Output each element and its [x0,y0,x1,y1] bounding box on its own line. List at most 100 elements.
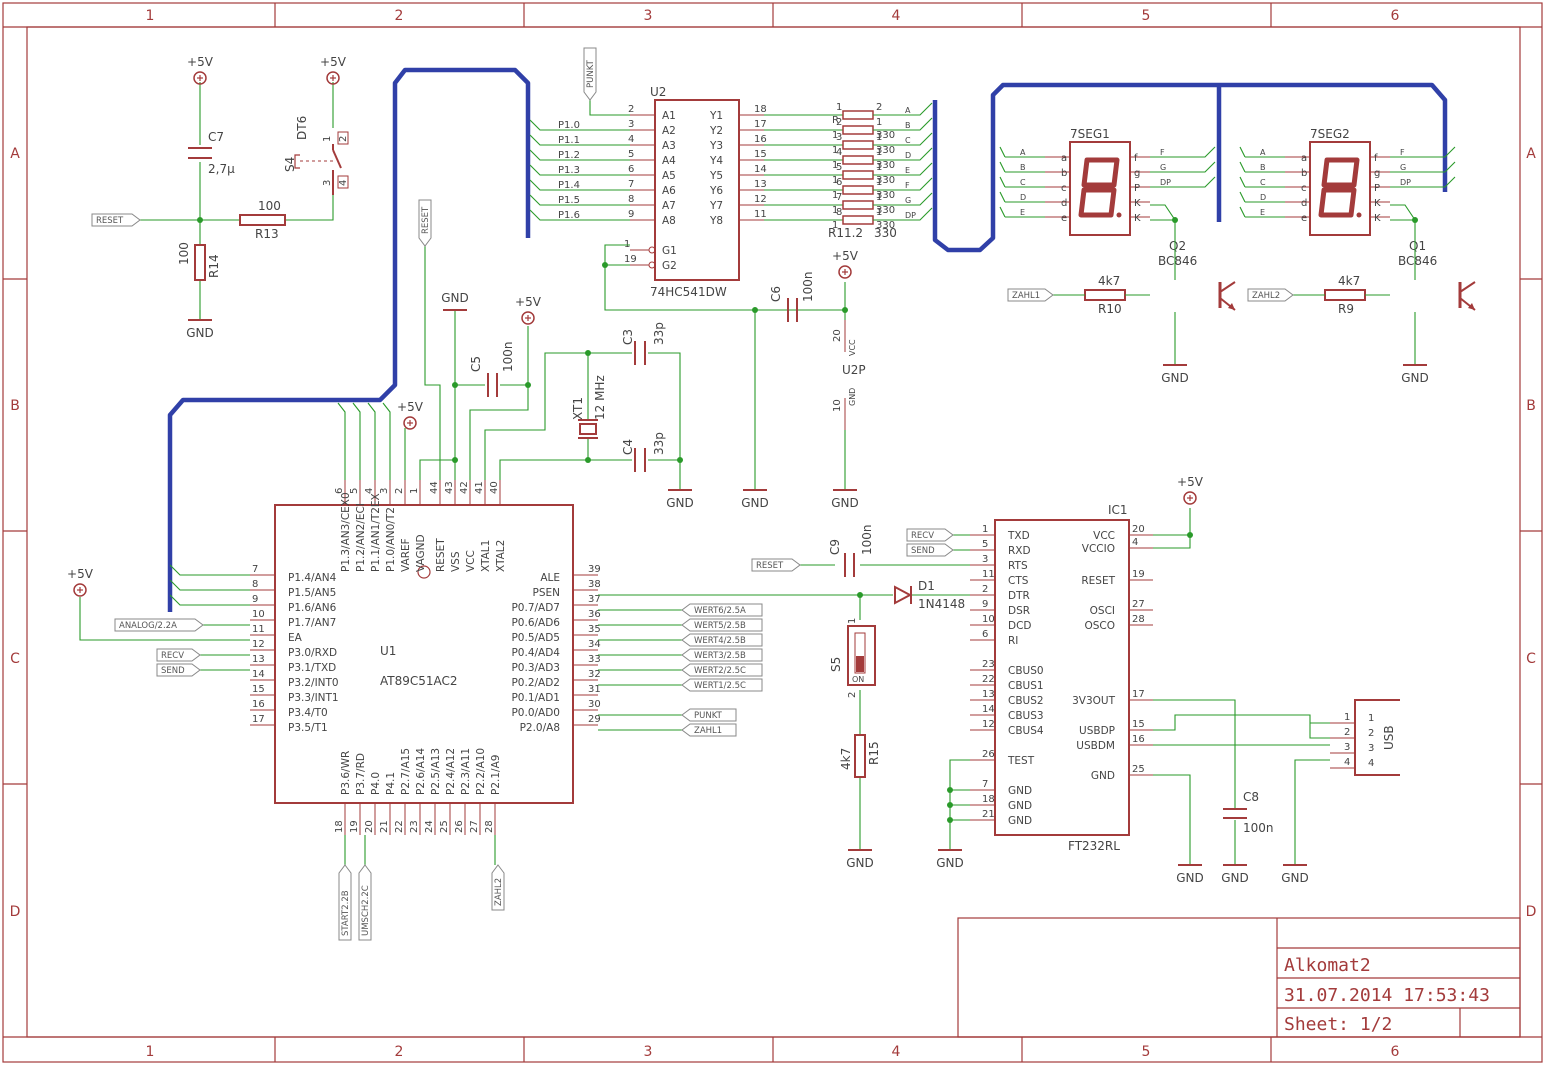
display-net: D [1260,193,1266,202]
u2-input-net-label: P1.5 [558,195,580,206]
u1-pin-number: 16 [252,699,265,710]
c4-capacitor: C4 33p [621,432,666,472]
zahl2-tag-q1-text: ZAHL2 [1252,291,1280,301]
u2p-gnd-pin: 10 [832,399,843,412]
ic1-pin-name: CBUS4 [1008,725,1044,737]
ic1-pin-number: 19 [1132,569,1145,580]
u1-pin-number: 41 [474,481,485,494]
r11-element [842,125,874,135]
ic1-pin-number: 1 [982,524,988,535]
u2-pin-number: 2 [628,104,634,115]
c6-name: C6 [769,286,783,302]
r11-right-value: 330 [876,220,895,231]
display-net: E [1260,208,1265,217]
bus-segments [932,82,1448,253]
u1-pin-name: P1.2/AN2/ECI [355,503,367,572]
vcc-symbol: +5V [515,295,542,325]
vcc-label: +5V [320,55,347,69]
punkt-tag-u1-text: PUNKT [694,711,723,721]
u2-buffer: U2 74HC541DW 2A13A24A35A46A57A68A79A818Y… [624,85,866,430]
ground-label: GND [1281,871,1309,885]
u1-pin-name: P0.1/AD1 [511,692,560,704]
r11-right-value: 330 [876,160,895,171]
bus-lines [167,67,1448,612]
base-resistor-value: 4k7 [1098,274,1120,288]
vcc-label: +5V [515,295,542,309]
u1-pin-number: 34 [588,639,601,650]
ic1-pin-number: 4 [1132,537,1138,548]
u2-input-net-label: P1.6 [558,210,580,221]
u2-input-net-label: P1.0 [558,120,580,131]
s4-pushbutton: 2 4 1 3 S4 DT6 [283,116,349,195]
vcc-symbol: +5V [187,55,214,85]
s5-pin2: 2 [847,692,858,698]
ic1-name: IC1 [1108,503,1128,517]
ic1-pin-number: 16 [1132,734,1145,745]
zahl2-tag-u1-text: ZAHL2 [494,878,504,906]
u1-pin-name: XTAL1 [480,540,492,572]
u2-pin-number: 18 [754,104,767,115]
wires: P1.0P1.1P1.2P1.3P1.4P1.5P1.6 [79,82,1416,865]
u2-pin-name: A6 [662,185,676,197]
start-tag-text: START2.2B [341,890,351,936]
u1-pin-name: P1.7/AN7 [288,617,336,629]
ic1-pin-name: VCCIO [1082,543,1115,555]
r11-segment-net: DP [905,211,916,220]
r11-output-wire [873,207,933,221]
wert-tag: WERT3/2.5B [681,648,763,662]
display-pin-name: a [1061,153,1067,164]
u1-pin-number: 43 [444,481,455,494]
ground-label: GND [936,856,964,870]
u2-pin-name: Y1 [709,110,723,122]
vcc-symbol: +5V [1177,475,1204,505]
display-net: F [1400,148,1405,157]
u1-pin-name: P0.5/AD5 [511,632,560,644]
r11-left-overlap: 1 [832,175,838,186]
ground-label: GND [666,496,694,510]
c7-value: 2,7µ [208,162,235,176]
u1-pin-number: 25 [439,820,450,833]
ground-label: GND [846,856,874,870]
vcc-label: +5V [67,567,94,581]
reset-tag-u1-text: RESET [421,206,431,234]
u1-pin-number: 44 [429,481,440,494]
c5-name: C5 [469,356,483,372]
r11-right-value: 330 [876,205,895,216]
r11-segment-net: B [905,121,911,130]
r13-resistor: 100 R13 [239,199,286,241]
display-pin-name: f [1374,153,1378,164]
ic1-pin-name: GND [1008,800,1032,812]
s4-pin4: 4 [338,180,349,186]
grid-labels: 1 2 3 4 5 6 1 2 3 4 5 6 A B C D A B C D [10,8,1537,1060]
u2-input-wire [529,149,630,161]
net-labels: RESETPUNKTRESETANALOG/2.2ARECVSENDWERT6/… [91,47,1294,941]
ic1-value: FT232RL [1068,839,1120,853]
r15-resistor: 4k7 R15 [839,734,881,778]
u2-pin-number: 14 [754,164,767,175]
ic1-pin-number: 21 [982,809,995,820]
display-net: DP [1400,178,1411,187]
u1-pin-name: VSS [450,551,462,572]
u1-pin-number: 30 [588,699,601,710]
u1-pin-number: 9 [252,594,258,605]
ground-symbol: GND [1161,364,1189,385]
u1-pin-name: P1.5/AN5 [288,587,336,599]
grid-row-a-right: A [1526,146,1536,162]
r13-value: 100 [258,199,281,213]
grid-col-5-top: 5 [1142,8,1151,24]
wert-tag-text: WERT6/2.5A [694,606,746,616]
ic1-pin-number: 11 [982,569,995,580]
ic1-pin-number: 17 [1132,689,1145,700]
r11-left-pin: 8 [836,207,842,218]
u1-pin-name: P3.7/RD [355,753,367,795]
u1-pin-name: P2.5/A13 [430,748,442,795]
display-net: A [1020,148,1026,157]
u1-microcontroller: U1 AT89C51AC2 6P1.3/AN3/CEX05P1.2/AN2/EC… [250,480,601,835]
u1-pin-name: P0.2/AD2 [511,677,560,689]
u1-pin-number: 36 [588,609,601,620]
display-net: B [1020,163,1026,172]
display-pin-name: f [1134,153,1138,164]
display-net: F [1160,148,1165,157]
r11-left-overlap: R [832,115,839,126]
vcc-symbol: +5V [397,400,424,430]
